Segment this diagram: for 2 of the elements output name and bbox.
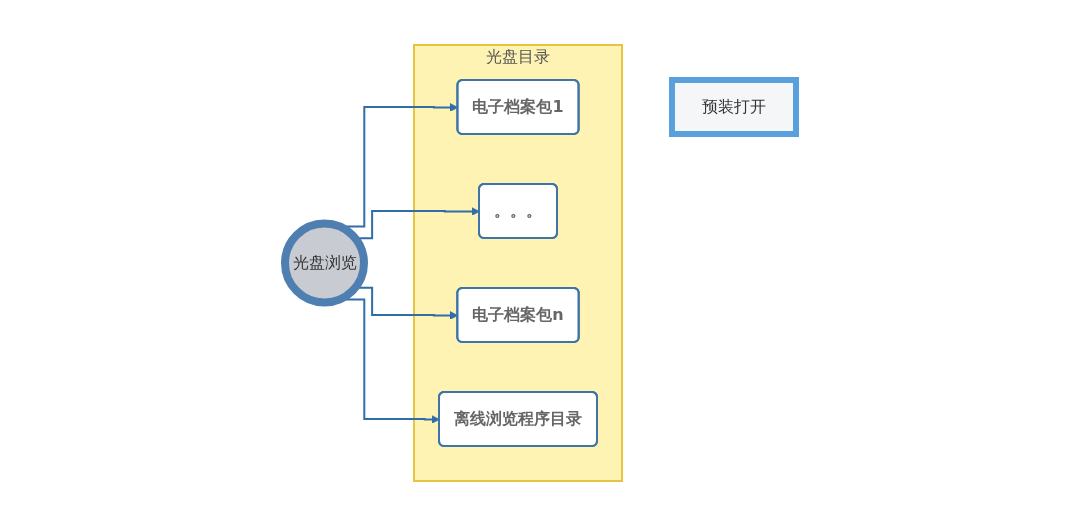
node-circle: 光盘浏览 — [280, 219, 368, 307]
node-box: 预装打开 — [668, 77, 799, 137]
